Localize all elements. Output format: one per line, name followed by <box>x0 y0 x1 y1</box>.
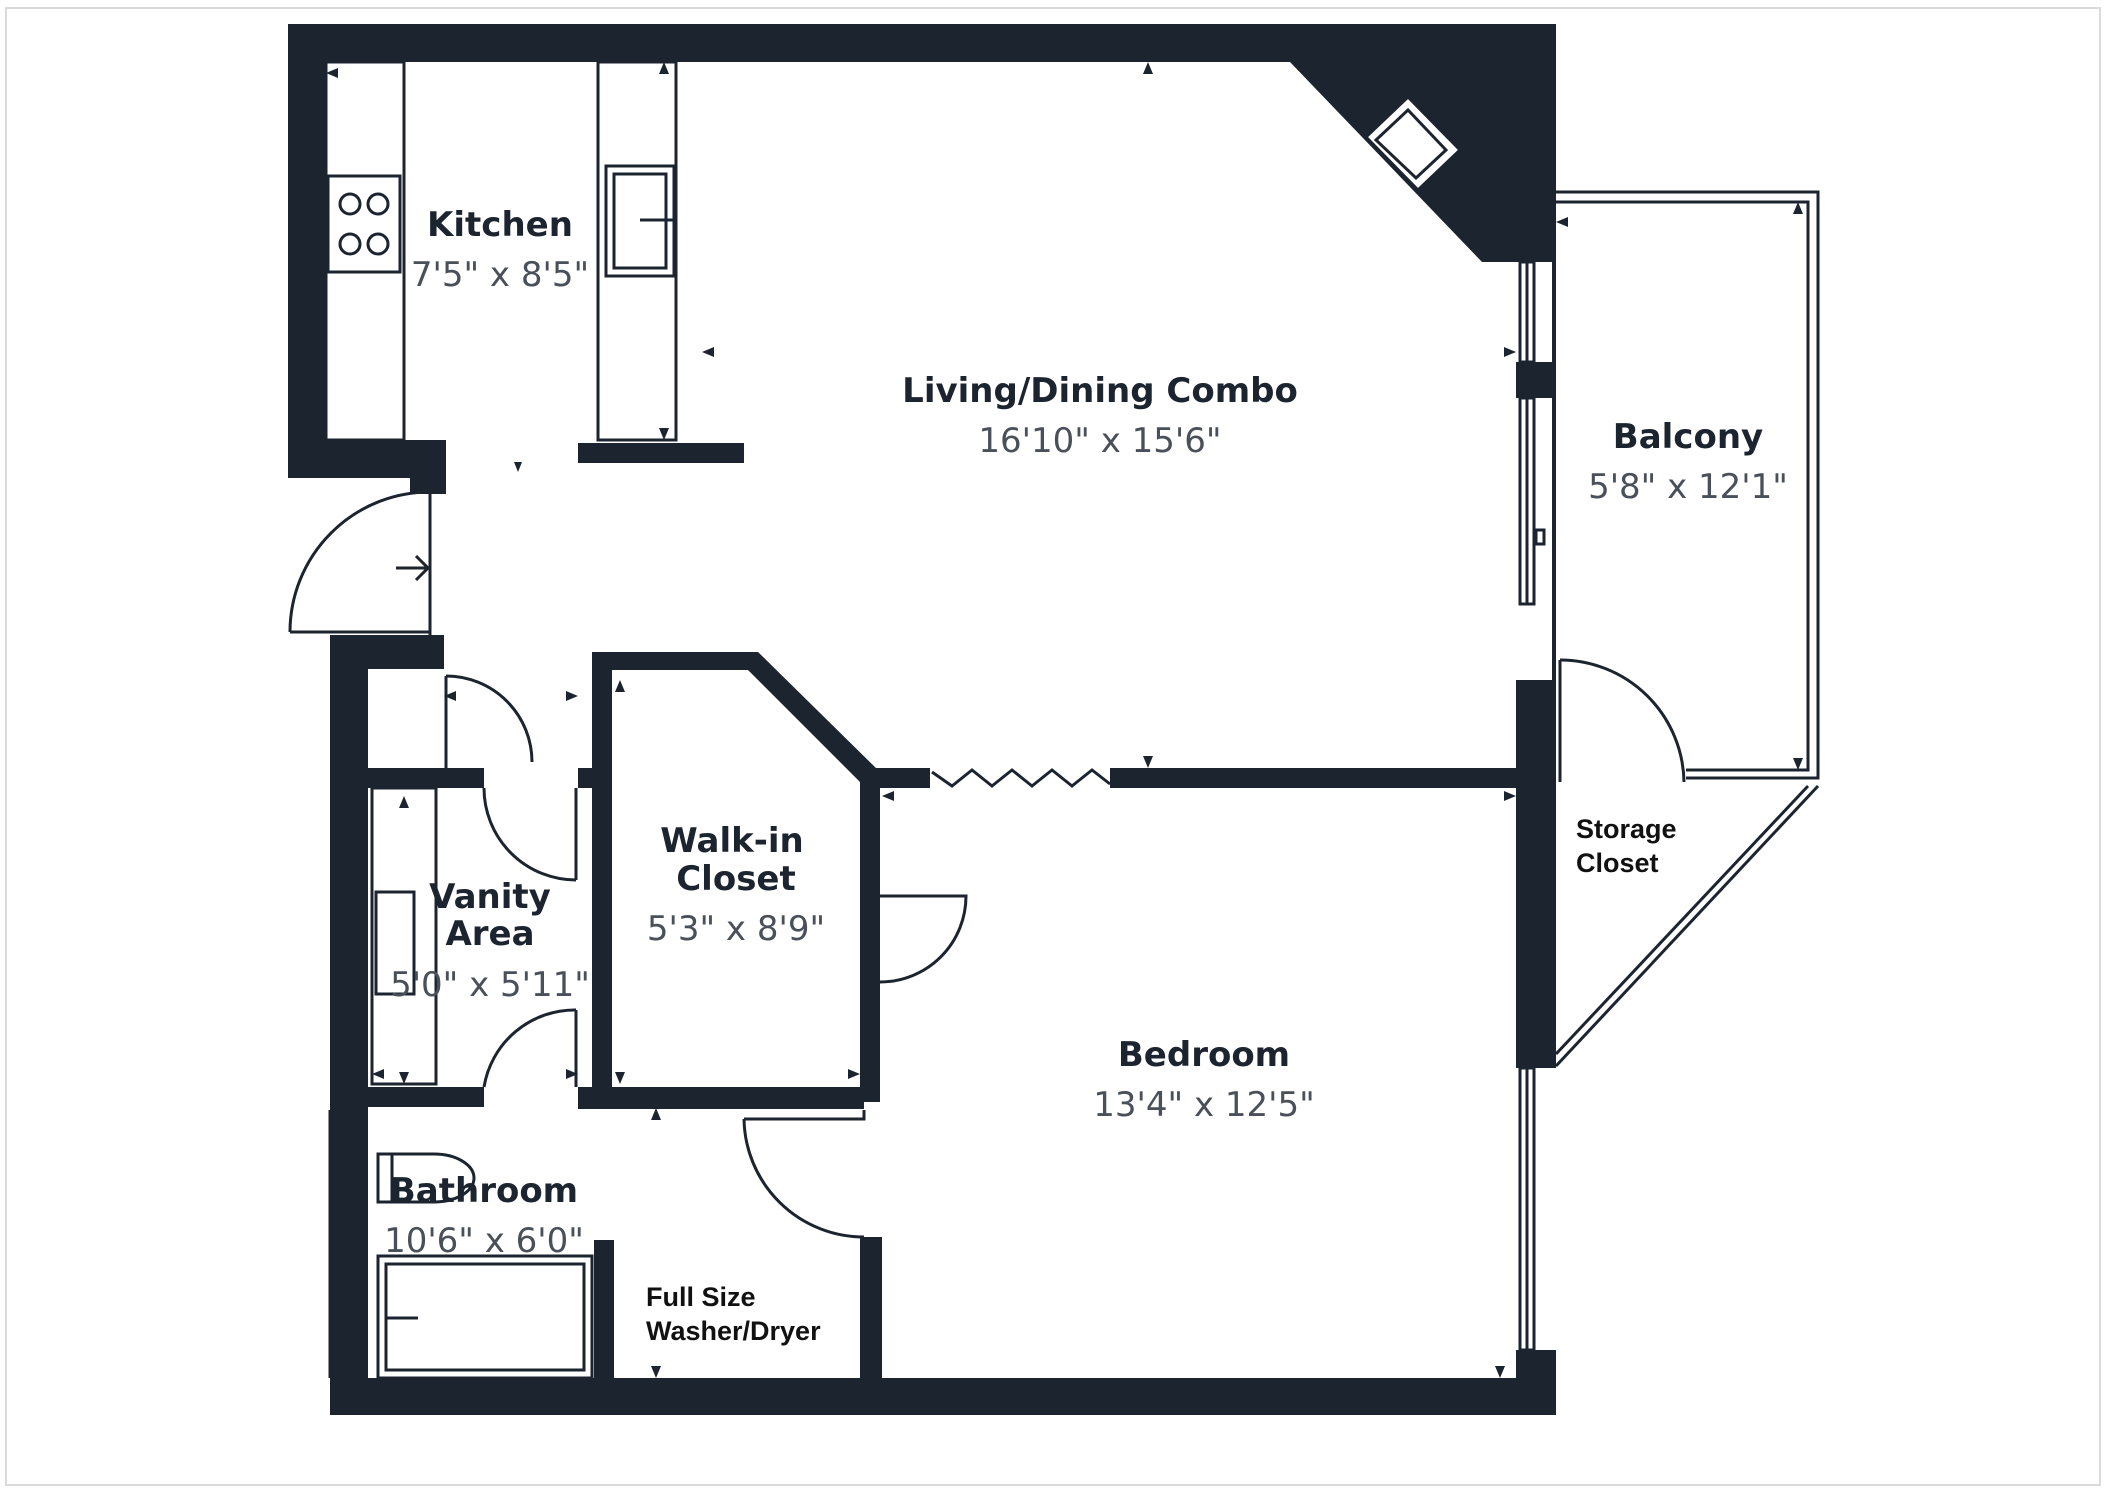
room-vanity: Vanity Area 5'0" x 5'11" <box>390 877 590 1005</box>
stove-burner-icon <box>338 192 390 256</box>
bathtub-icon <box>376 1254 594 1380</box>
bedroom-dims: 13'4" x 12'5" <box>1093 1085 1315 1125</box>
bathroom-dims: 10'6" x 6'0" <box>384 1221 584 1261</box>
toilet-icon <box>376 1152 476 1204</box>
living-dims: 16'10" x 15'6" <box>978 421 1221 461</box>
note-washer-dryer: Full Size Washer/Dryer <box>646 1282 821 1346</box>
entry-arrow-icon <box>396 554 431 582</box>
living-name: Living/Dining Combo <box>902 371 1298 411</box>
kitchen-dims: 7'5" x 8'5" <box>411 255 589 295</box>
storage-line1: Storage <box>1576 814 1677 844</box>
balcony-name: Balcony <box>1613 417 1763 457</box>
bifold-door-icon <box>931 768 1111 788</box>
room-bathroom: Bathroom 10'6" x 6'0" <box>384 1171 584 1261</box>
note-storage-closet: Storage Closet <box>1576 814 1677 878</box>
vanity-dims: 5'0" x 5'11" <box>390 965 590 1005</box>
washer-line1: Full Size <box>646 1282 756 1312</box>
balcony-dims: 5'8" x 12'1" <box>1588 467 1788 507</box>
kitchen-name: Kitchen <box>427 205 573 245</box>
fireplace-icon <box>1363 94 1463 193</box>
measure-markers <box>326 62 1803 1378</box>
page-frame <box>5 7 2101 1486</box>
walkin-name-line2: Closet <box>676 859 796 899</box>
room-walkin-closet: Walk-in Closet 5'3" x 8'9" <box>647 821 825 949</box>
bath-fixtures <box>370 786 594 1380</box>
walkin-dims: 5'3" x 8'9" <box>647 909 825 949</box>
walkin-name-line1: Walk-in <box>660 821 803 861</box>
bedroom-name: Bedroom <box>1118 1035 1290 1075</box>
washer-line2: Washer/Dryer <box>646 1316 821 1346</box>
room-balcony: Balcony 5'8" x 12'1" <box>1588 417 1788 507</box>
balcony-outline <box>1554 190 1820 1068</box>
vanity-name-line2: Area <box>445 914 534 954</box>
room-living: Living/Dining Combo 16'10" x 15'6" <box>902 371 1298 461</box>
vanity-name-line1: Vanity <box>429 877 551 917</box>
sink-icon <box>604 164 676 278</box>
room-bedroom: Bedroom 13'4" x 12'5" <box>1093 1035 1315 1125</box>
doors <box>288 490 1686 1239</box>
bathroom-name: Bathroom <box>390 1171 578 1211</box>
kitchen-fixtures <box>324 60 1463 442</box>
storage-line2: Closet <box>1576 848 1659 878</box>
room-kitchen: Kitchen 7'5" x 8'5" <box>411 205 589 295</box>
windows <box>1518 260 1546 1352</box>
